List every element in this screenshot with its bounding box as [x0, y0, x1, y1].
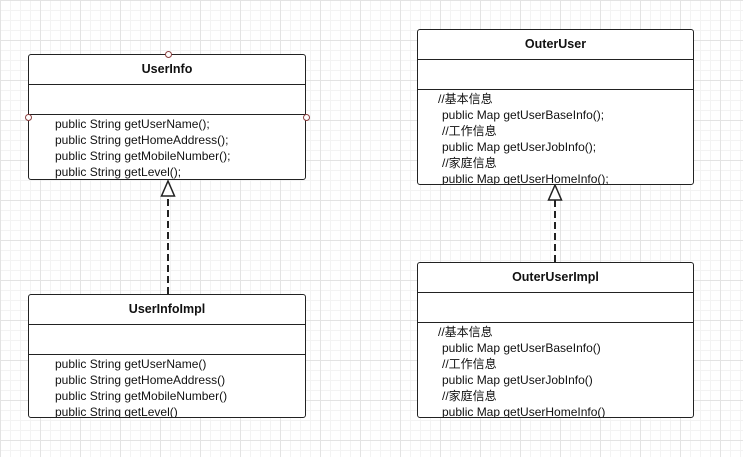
- method: public Map getUserJobInfo();: [442, 140, 597, 154]
- attributes-compartment: [418, 293, 693, 323]
- comment: //家庭信息: [442, 156, 497, 170]
- hollow-triangle-arrowhead: [547, 183, 563, 201]
- methods-compartment: //基本信息 public Map getUserBaseInfo() //工作…: [418, 323, 693, 418]
- method: public String getMobileNumber();: [55, 149, 231, 163]
- class-name: UserInfoImpl: [29, 295, 305, 325]
- attributes-compartment: [29, 325, 305, 355]
- method: public String getHomeAddress(): [55, 373, 226, 387]
- method: public String getMobileNumber(): [55, 389, 228, 403]
- realization-outeruserimpl-to-outeruser[interactable]: [547, 183, 563, 262]
- hollow-triangle-arrowhead: [160, 179, 176, 197]
- method: public String getLevel(): [55, 405, 178, 418]
- method: public Map getUserJobInfo(): [442, 373, 593, 387]
- class-name: OuterUser: [418, 30, 693, 60]
- class-outeruser[interactable]: OuterUser //基本信息 public Map getUserBaseI…: [417, 29, 694, 185]
- class-userinfoimpl[interactable]: UserInfoImpl public String getUserName()…: [28, 294, 306, 418]
- method: public String getUserName(): [55, 357, 207, 371]
- method: public String getUserName();: [55, 117, 210, 131]
- method: public Map getUserHomeInfo();: [442, 172, 609, 185]
- method: public String getLevel();: [55, 165, 182, 179]
- method: public Map getUserBaseInfo(): [442, 341, 601, 355]
- realization-userinfoimpl-to-userinfo[interactable]: [160, 179, 176, 294]
- connection-point[interactable]: [164, 50, 172, 58]
- comment: //家庭信息: [442, 389, 497, 403]
- class-name: UserInfo: [29, 55, 305, 85]
- comment: //工作信息: [442, 357, 497, 371]
- connection-point[interactable]: [24, 113, 32, 121]
- attributes-compartment: [29, 85, 305, 115]
- methods-compartment: //基本信息 public Map getUserBaseInfo(); //工…: [418, 90, 693, 185]
- attributes-compartment: [418, 60, 693, 90]
- method: public Map getUserHomeInfo(): [442, 405, 606, 418]
- comment: //基本信息: [438, 92, 493, 106]
- methods-compartment: public String getUserName(); public Stri…: [29, 115, 305, 179]
- class-name: OuterUserImpl: [418, 263, 693, 293]
- connection-point[interactable]: [302, 113, 310, 121]
- method: public Map getUserBaseInfo();: [442, 108, 605, 122]
- class-outeruserimpl[interactable]: OuterUserImpl //基本信息 public Map getUserB…: [417, 262, 694, 418]
- methods-compartment: public String getUserName() public Strin…: [29, 355, 305, 418]
- class-userinfo[interactable]: UserInfo public String getUserName(); pu…: [28, 54, 306, 180]
- method: public String getHomeAddress();: [55, 133, 229, 147]
- comment: //基本信息: [438, 325, 493, 339]
- comment: //工作信息: [442, 124, 497, 138]
